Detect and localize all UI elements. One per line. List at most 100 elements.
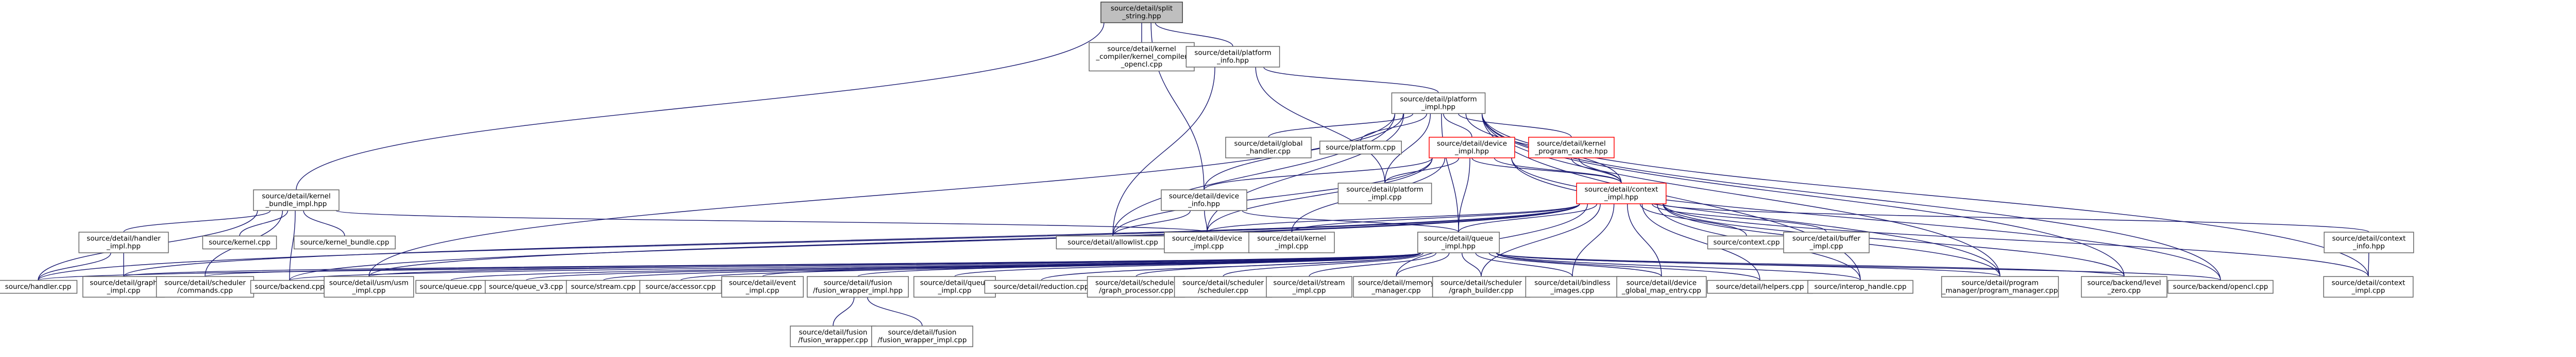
graph-node-context-info[interactable]: source/detail/context_info.hpp <box>2324 232 2414 253</box>
graph-node-device-impl[interactable]: source/detail/device_impl.hpp <box>1429 137 1515 158</box>
graph-node-handler-impl[interactable]: source/detail/handler_impl.hpp <box>78 232 169 253</box>
edge-platform-info-to-platform-impl <box>1264 67 1439 93</box>
graph-node-helpers-cpp[interactable]: source/detail/helpers.cpp <box>1707 280 1813 294</box>
node-label: _string.hpp <box>1122 12 1161 21</box>
graph-node-context-impl[interactable]: source/detail/context_impl.hpp <box>1576 183 1667 204</box>
graph-node-stream-cpp[interactable]: source/stream.cpp <box>566 280 641 294</box>
graph-node-kernel-bundle-cpp[interactable]: source/kernel_bundle.cpp <box>294 235 396 250</box>
node-box <box>78 232 169 253</box>
edge-kernel-bundle-impl-to-backend-cpp <box>289 210 295 281</box>
edge-context-impl-to-queue-impl <box>1458 204 1597 233</box>
graph-node-backend-cpp[interactable]: source/backend.cpp <box>250 280 329 294</box>
node-label: source/detail/device <box>1169 192 1239 201</box>
graph-node-fusion-wrapper[interactable]: source/detail/fusion/fusion_wrapper.cpp <box>790 326 876 347</box>
edge-device-info-to-queue-impl <box>1242 210 1459 233</box>
node-box <box>1161 189 1247 211</box>
node-box <box>871 326 973 347</box>
graph-node-kernel-cpp[interactable]: source/kernel.cpp <box>202 235 277 250</box>
node-label: source/detail/context <box>1585 186 1658 194</box>
graph-node-platform-cpp[interactable]: source/platform.cpp <box>1319 140 1402 155</box>
node-label: _impl.cpp <box>352 287 386 295</box>
graph-node-bindless-images[interactable]: source/detail/bindless_images.cpp <box>1525 276 1620 298</box>
node-label: _program_cache.hpp <box>1534 148 1607 156</box>
edge-platform-impl-to-platform-impl-cpp <box>1384 113 1430 184</box>
graph-node-kernel-program-cache[interactable]: source/detail/kernel_program_cache.hpp <box>1528 137 1615 158</box>
node-label: _compiler/kernel_compiler <box>1095 53 1188 61</box>
graph-node-device-info[interactable]: source/detail/device_info.hpp <box>1161 189 1247 211</box>
node-label: source/detail/allowlist.cpp <box>1067 238 1158 247</box>
graph-node-device-global-map[interactable]: source/detail/device_global_map_entry.cp… <box>1616 276 1707 298</box>
edge-platform-impl-to-kernel-program-cache <box>1459 113 1572 138</box>
node-label: source/detail/fusion <box>888 329 957 337</box>
node-label: _global_map_entry.cpp <box>1621 287 1701 295</box>
node-label: source/detail/platform <box>1400 95 1477 104</box>
node-box <box>1528 137 1615 158</box>
edge-kernel-bundle-impl-to-device-impl-cpp <box>336 210 1208 233</box>
node-box <box>1707 280 1813 294</box>
node-label: /graph_processor.cpp <box>1099 287 1173 295</box>
graph-node-allowlist[interactable]: source/detail/allowlist.cpp <box>1056 235 1170 250</box>
graph-node-context-impl-cpp[interactable]: source/detail/context_impl.cpp <box>2323 276 2414 298</box>
graph-node-platform-impl-cpp[interactable]: source/detail/platform_impl.cpp <box>1337 183 1432 204</box>
graph-node-queue-cpp[interactable]: source/queue.cpp <box>415 280 486 294</box>
graph-node-platform-info[interactable]: source/detail/platform_info.hpp <box>1185 46 1280 68</box>
graph-node-string-hpp[interactable]: source/detail/split_string.hpp <box>1100 2 1183 23</box>
graph-node-reduction-cpp[interactable]: source/detail/reduction.cpp <box>984 280 1098 294</box>
graph-node-interop-handle[interactable]: source/interop_handle.cpp <box>1807 280 1913 294</box>
graph-node-queue-v3[interactable]: source/queue_v3.cpp <box>485 280 567 294</box>
graph-node-kernel-bundle-impl[interactable]: source/detail/kernel_bundle_impl.hpp <box>253 189 340 211</box>
graph-node-level-zero[interactable]: source/backend/level_zero.cpp <box>2081 276 2167 298</box>
graph-node-graph-processor[interactable]: source/detail/scheduler/graph_processor.… <box>1087 276 1185 298</box>
node-box <box>1185 46 1280 68</box>
edge-platform-impl-to-device-impl-cpp <box>1207 113 1404 233</box>
node-label: source/detail/bindless <box>1534 279 1610 287</box>
node-label: source/backend/level <box>2087 279 2161 287</box>
graph-node-memory-manager[interactable]: source/detail/memory_manager.cpp <box>1353 276 1439 298</box>
graph-node-kernel-compiler-opencl[interactable]: source/detail/kernel_compiler/kernel_com… <box>1089 42 1195 72</box>
graph-node-queue-impl-cpp[interactable]: source/detail/queue_impl.cpp <box>913 276 996 298</box>
node-label: _impl.cpp <box>1292 287 1326 295</box>
node-label: source/backend.cpp <box>255 283 324 291</box>
graph-node-platform-impl[interactable]: source/detail/platform_impl.hpp <box>1391 92 1486 114</box>
node-label: source/detail/handler <box>87 235 161 243</box>
node-label: source/detail/scheduler <box>1182 279 1264 287</box>
edge-platform-impl-to-device-impl <box>1444 113 1472 138</box>
graph-node-event-impl[interactable]: source/detail/event_impl.cpp <box>721 276 804 298</box>
node-label: source/detail/usm/usm <box>329 279 409 287</box>
graph-node-kernel-impl-cpp[interactable]: source/detail/kernel_impl.cpp <box>1248 232 1335 253</box>
edge-queue-impl-to-queue-impl-cpp <box>954 253 1421 277</box>
edge-platform-impl-to-global-handler <box>1268 113 1413 138</box>
graph-node-graph-builder[interactable]: source/detail/scheduler/graph_builder.cp… <box>1432 276 1531 298</box>
graph-node-graph-impl[interactable]: source/detail/graph_impl.cpp <box>82 276 165 298</box>
graph-node-buffer-impl[interactable]: source/detail/buffer_impl.cpp <box>1783 232 1870 253</box>
graph-node-queue-impl[interactable]: source/detail/queue_impl.hpp <box>1417 232 1500 253</box>
graph-node-global-handler[interactable]: source/detail/global_handler.cpp <box>1225 137 1312 158</box>
edge-string-hpp-to-kernel-bundle-impl <box>296 23 1104 190</box>
node-label: source/detail/scheduler <box>1440 279 1522 287</box>
graph-node-fusion-wrapper-impl-hpp[interactable]: source/detail/fusion/fusion_wrapper_impl… <box>807 276 909 298</box>
graph-node-fusion-wrapper-impl-cpp[interactable]: source/detail/fusion/fusion_wrapper_impl… <box>871 326 973 347</box>
edge-device-impl-to-device-impl-cpp <box>1207 158 1432 233</box>
graph-node-accessor-cpp[interactable]: source/accessor.cpp <box>639 280 722 294</box>
node-label: source/detail/scheduler <box>1095 279 1177 287</box>
graph-node-device-impl-cpp[interactable]: source/detail/device_impl.cpp <box>1164 232 1250 253</box>
node-label: source/detail/global <box>1234 140 1302 148</box>
graph-node-program-manager[interactable]: source/detail/program_manager/program_ma… <box>1941 276 2059 298</box>
edge-handler-impl-to-handler-cpp <box>38 253 111 281</box>
graph-node-stream-impl[interactable]: source/detail/stream_impl.cpp <box>1266 276 1352 298</box>
graph-node-usm-impl[interactable]: source/detail/usm/usm_impl.cpp <box>324 276 414 298</box>
graph-node-scheduler-cpp[interactable]: source/detail/scheduler/scheduler.cpp <box>1174 276 1273 298</box>
node-label: source/detail/device <box>1626 279 1697 287</box>
graph-node-context-cpp[interactable]: source/context.cpp <box>1707 235 1786 250</box>
edge-queue-impl-to-backend-opencl <box>1496 253 2221 281</box>
graph-node-scheduler-commands[interactable]: source/detail/scheduler/commands.cpp <box>156 276 255 298</box>
node-box <box>1525 276 1620 298</box>
node-label: source/detail/fusion <box>824 279 892 287</box>
node-box <box>1429 137 1515 158</box>
node-box <box>485 280 567 294</box>
node-label: source/queue_v3.cpp <box>489 283 563 291</box>
graph-node-handler-cpp[interactable]: source/handler.cpp <box>0 280 78 294</box>
node-box <box>2167 280 2274 294</box>
graph-node-backend-opencl[interactable]: source/backend/opencl.cpp <box>2167 280 2274 294</box>
